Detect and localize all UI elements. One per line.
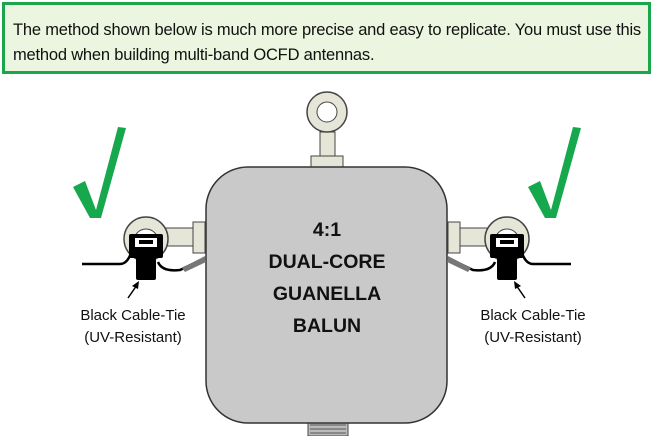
left-label-line2: (UV-Resistant)	[84, 329, 182, 346]
balun-enclosure	[205, 166, 448, 424]
balun-ratio: 4:1	[312, 219, 342, 241]
right-cable-tie	[490, 234, 524, 280]
balun-type: DUAL-CORE	[268, 251, 386, 273]
balun-label: 4:1 DUAL-CORE GUANELLA BALUN	[227, 214, 427, 342]
right-label-line2: (UV-Resistant)	[484, 329, 582, 346]
left-check-icon	[73, 127, 126, 218]
right-check-icon	[528, 127, 581, 218]
balun-design: GUANELLA	[272, 283, 382, 305]
instruction-note: The method shown below is much more prec…	[2, 2, 651, 74]
bottom-connector	[307, 419, 349, 436]
right-label-line1: Black Cable-Tie	[480, 307, 586, 324]
balun-name: BALUN	[292, 315, 362, 337]
right-cable-tie-label: Black Cable-Tie (UV-Resistant)	[463, 305, 603, 349]
note-text: The method shown below is much more prec…	[13, 21, 641, 64]
top-eye-bolt	[306, 91, 348, 169]
left-cable-tie	[129, 234, 163, 280]
left-label-line1: Black Cable-Tie	[80, 307, 186, 324]
left-cable-tie-label: Black Cable-Tie (UV-Resistant)	[63, 305, 203, 349]
